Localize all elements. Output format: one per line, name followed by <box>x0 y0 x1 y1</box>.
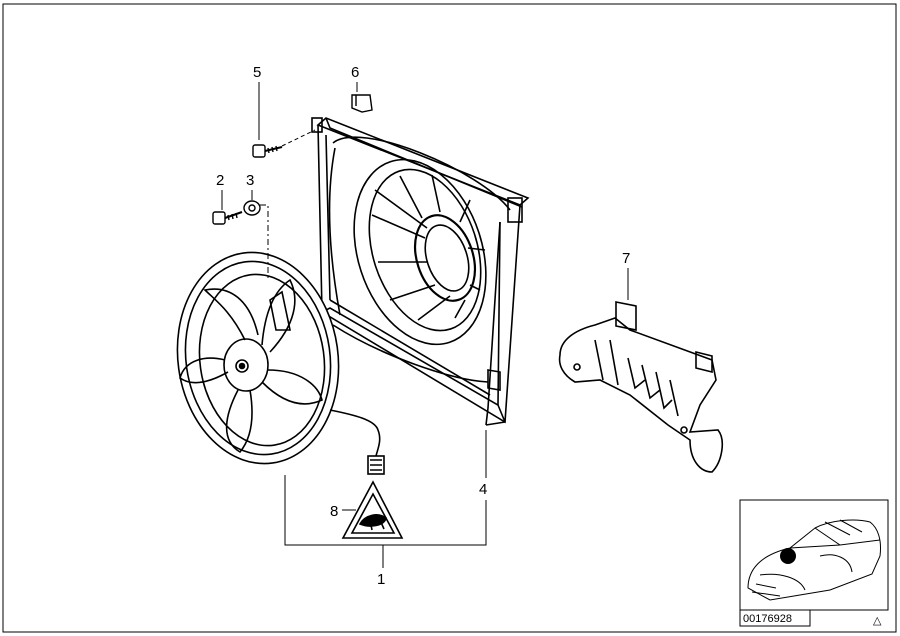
callout-7: 7 <box>622 250 630 267</box>
clip-6-drawing[interactable] <box>351 94 373 113</box>
bracket-drawing[interactable] <box>558 301 724 473</box>
callout-8: 8 <box>330 503 338 520</box>
callout-3: 3 <box>246 172 254 189</box>
callout-labels: 5 6 2 3 7 4 8 1 <box>216 64 630 588</box>
fan-shroud-drawing[interactable] <box>311 117 530 426</box>
callout-1: 1 <box>377 571 385 588</box>
vehicle-location-inset: 00176928 △ <box>739 499 889 627</box>
image-code: 00176928 <box>743 613 792 625</box>
callout-4: 4 <box>479 481 487 498</box>
location-marker-icon <box>780 548 796 564</box>
callout-2: 2 <box>216 172 224 189</box>
warning-label-drawing[interactable] <box>341 480 404 539</box>
leader-lines <box>221 82 629 568</box>
diagram-border <box>2 3 897 633</box>
screw-5-drawing[interactable] <box>252 144 283 158</box>
screw-2-drawing[interactable] <box>212 211 243 225</box>
corner-mark: △ <box>873 615 882 627</box>
callout-6: 6 <box>351 64 359 81</box>
washer-3-drawing[interactable] <box>243 200 261 216</box>
fan-impeller-drawing[interactable] <box>164 242 385 475</box>
car-silhouette-icon <box>747 519 881 601</box>
callout-5: 5 <box>253 64 261 81</box>
